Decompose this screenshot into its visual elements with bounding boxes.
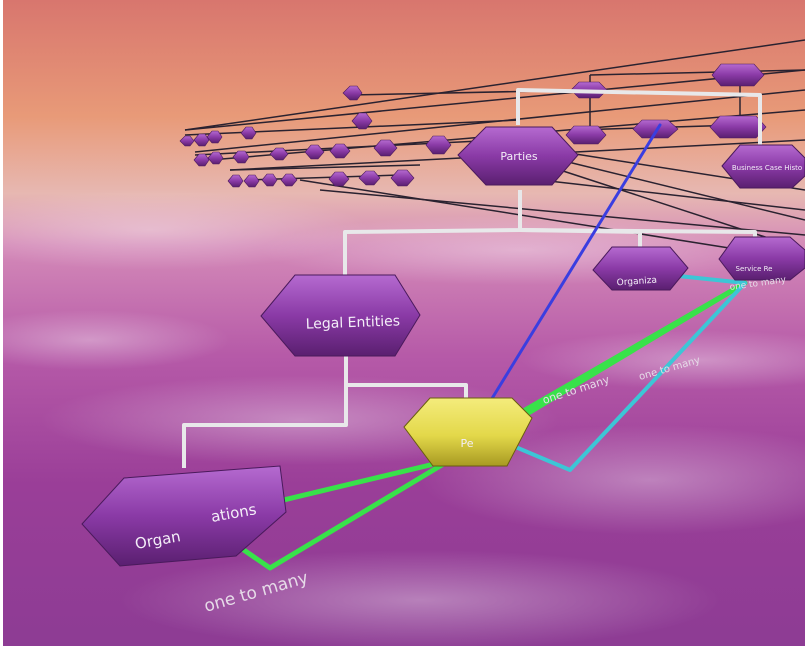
node-label-business-case-history: Business Case Histo	[732, 164, 802, 172]
cyan-relationship-line	[478, 271, 747, 472]
node-organization-units[interactable]: Organiza	[592, 246, 689, 291]
node-label-persons: Pe	[460, 437, 473, 450]
background-nodes	[179, 63, 767, 188]
left-border	[0, 0, 3, 646]
node-label-parties: Parties	[500, 150, 538, 163]
node-persons[interactable]: Pe	[403, 397, 533, 467]
node-legal-entities[interactable]: Legal Entities	[260, 274, 421, 357]
blue-relationship-line	[486, 123, 662, 407]
node-business-case-history[interactable]: Business Case Histo	[721, 144, 805, 189]
node-label-organization-units: Organiza	[616, 276, 657, 289]
node-service-relationships[interactable]: Service Re	[718, 236, 805, 281]
node-parties[interactable]: Parties	[457, 126, 579, 186]
hierarchy-connectors	[182, 88, 762, 468]
node-label-service-relationships: Service Re	[736, 265, 773, 273]
node-label-legal-entities: Legal Entities	[305, 313, 400, 332]
node-organizations[interactable]: Organ ations	[81, 465, 287, 567]
